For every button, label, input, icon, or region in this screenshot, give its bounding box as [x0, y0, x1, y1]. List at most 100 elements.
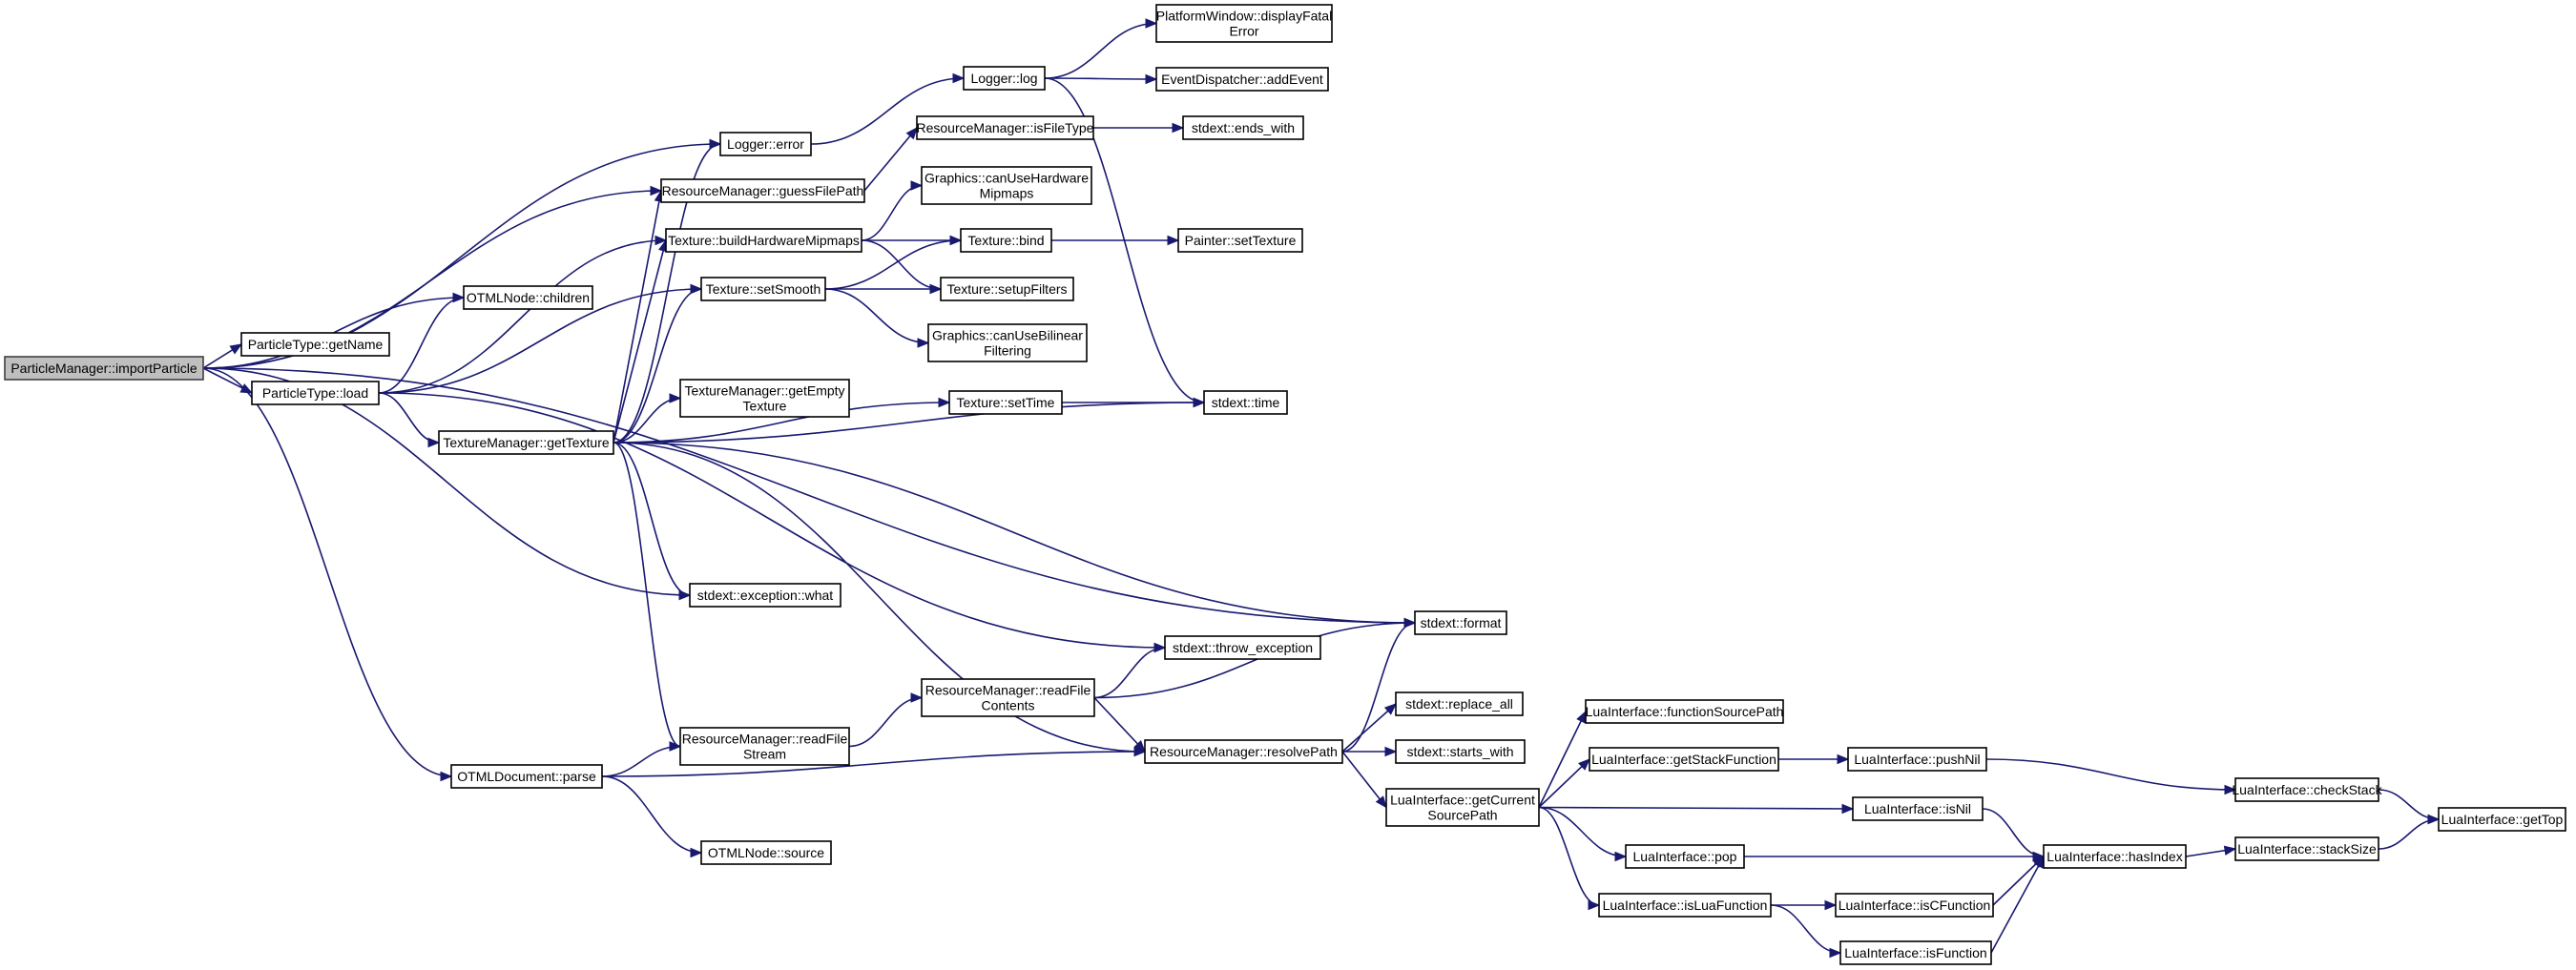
node-label: ParticleType::load — [262, 385, 368, 401]
node-lua_pushnil[interactable]: LuaInterface::pushNil — [1847, 747, 1987, 772]
node-box — [1414, 610, 1507, 635]
node-lua_pop[interactable]: LuaInterface::pop — [1625, 844, 1745, 869]
arrowhead-lua_getcursrc-to-lua_isnil — [1841, 803, 1855, 815]
node-box — [1585, 699, 1784, 724]
arrowhead-otml_parse-to-rm_resolve — [1133, 746, 1147, 757]
node-tex_buildhw[interactable]: Texture::buildHardwareMipmaps — [665, 228, 862, 253]
node-lua_gettop[interactable]: LuaInterface::getTop — [2438, 807, 2566, 832]
node-label: Logger::log — [970, 71, 1037, 86]
edge-lua_getcursrc-to-lua_getstackfunc — [1538, 758, 1590, 809]
edge-lua_getcursrc-to-lua_isnil — [1538, 806, 1854, 810]
node-logger_log[interactable]: Logger::log — [963, 66, 1046, 91]
node-stdext_throw[interactable]: stdext::throw_exception — [1164, 635, 1321, 660]
node-box — [719, 132, 812, 156]
edge-rm_resolve-to-stdext_replaceall — [1341, 703, 1397, 753]
edge-tm_gettexture-to-stdext_time — [613, 402, 1205, 444]
node-tex_settime[interactable]: Texture::setTime — [948, 390, 1063, 415]
arrowhead-logger_log-to-ed_addevent — [1145, 73, 1158, 85]
node-lua_checkstack[interactable]: LuaInterface::checkStack — [2232, 777, 2383, 802]
node-label: OTMLDocument::parse — [457, 769, 596, 784]
edge-tex_buildhw-to-tex_setupfilters — [861, 239, 942, 290]
node-label: SourcePath — [1427, 808, 1497, 823]
node-stdext_what[interactable]: stdext::exception::what — [689, 583, 841, 608]
node-label: Texture::bind — [967, 233, 1044, 248]
edge-logger_log-to-ed_addevent — [1044, 77, 1157, 80]
node-label: LuaInterface::isFunction — [1844, 945, 1986, 960]
node-label: Error — [1229, 24, 1258, 39]
node-box — [660, 178, 865, 203]
node-tm_gettexture[interactable]: TextureManager::getTexture — [438, 430, 614, 455]
node-stdext_endswith[interactable]: stdext::ends_with — [1182, 115, 1304, 140]
node-pt_load[interactable]: ParticleType::load — [251, 381, 380, 405]
node-label: LuaInterface::hasIndex — [2046, 849, 2182, 864]
node-box — [940, 277, 1074, 301]
node-stdext_time[interactable]: stdext::time — [1203, 390, 1288, 415]
node-stdext_format[interactable]: stdext::format — [1414, 610, 1507, 635]
arrowhead-tm_gettexture-to-tex_settime — [938, 397, 951, 408]
arrowhead-pm_import-to-otml_parse — [440, 771, 453, 782]
node-painter_settex[interactable]: Painter::setTexture — [1177, 228, 1303, 253]
node-lua_isluafunc[interactable]: LuaInterface::isLuaFunction — [1598, 893, 1772, 918]
node-label: LuaInterface::pop — [1633, 849, 1737, 864]
edge-lua_pushnil-to-lua_checkstack — [1985, 758, 2236, 791]
node-lua_isfunc[interactable]: LuaInterface::isFunction — [1839, 940, 1992, 965]
edge-lua_isluafunc-to-lua_isfunc — [1770, 904, 1841, 954]
node-lua_hasindex[interactable]: LuaInterface::hasIndex — [2043, 844, 2187, 869]
node-lua_getstackfunc[interactable]: LuaInterface::getStackFunction — [1589, 747, 1779, 772]
node-logger_error[interactable]: Logger::error — [719, 132, 812, 156]
node-lua_funcsrc[interactable]: LuaInterface::functionSourcePath — [1585, 699, 1784, 724]
node-stdext_startswith[interactable]: stdext::starts_with — [1395, 739, 1526, 764]
node-label: stdext::replace_all — [1405, 696, 1513, 712]
edge-lua_checkstack-to-lua_gettop — [2378, 789, 2440, 820]
arrowhead-rm_resolve-to-lua_getcursrc — [1375, 795, 1387, 809]
node-tex_setupfilters[interactable]: Texture::setupFilters — [940, 277, 1074, 301]
arrowhead-pm_import-to-pt_getname — [229, 343, 243, 355]
node-lua_iscfunc[interactable]: LuaInterface::isCFunction — [1835, 893, 1994, 918]
node-pm_import[interactable]: ParticleManager::importParticle — [4, 356, 204, 381]
node-box — [2043, 844, 2187, 869]
node-label: ResourceManager::isFileType — [917, 120, 1094, 135]
arrowhead-pt_load-to-otml_children — [452, 292, 466, 303]
node-rm_isfiletype[interactable]: ResourceManager::isFileType — [916, 115, 1094, 140]
node-tex_setsmooth[interactable]: Texture::setSmooth — [700, 277, 826, 301]
node-pt_getname[interactable]: ParticleType::getName — [240, 332, 390, 357]
node-lua_stacksize[interactable]: LuaInterface::stackSize — [2234, 836, 2379, 861]
node-rm_resolve[interactable]: ResourceManager::resolvePath — [1144, 739, 1343, 764]
node-box — [921, 166, 1092, 205]
node-label: LuaInterface::stackSize — [2237, 841, 2377, 856]
node-lua_isnil[interactable]: LuaInterface::isNil — [1852, 796, 1984, 821]
node-otml_parse[interactable]: OTMLDocument::parse — [450, 764, 603, 789]
node-label: OTMLNode::source — [708, 845, 824, 860]
node-box — [1182, 115, 1304, 140]
node-label: Logger::error — [727, 136, 804, 152]
node-box — [1852, 796, 1984, 821]
arrowhead-otml_parse-to-otml_source — [690, 847, 703, 858]
node-box — [2438, 807, 2566, 832]
arrowhead-tm_gettexture-to-stdext_what — [678, 589, 692, 601]
arrowhead-tex_setsmooth-to-tex_bind — [949, 235, 963, 246]
edge-logger_log-to-pw_fatal — [1044, 22, 1157, 79]
node-otml_source[interactable]: OTMLNode::source — [700, 840, 832, 865]
node-box — [1589, 747, 1779, 772]
edge-lua_getcursrc-to-lua_funcsrc — [1538, 711, 1587, 808]
arrowhead-pt_load-to-tex_buildhw — [654, 235, 668, 246]
node-label: Texture::setSmooth — [706, 281, 821, 297]
arrowhead-tex_bind-to-painter_settex — [1167, 235, 1180, 246]
edge-tm_gettexture-to-stdext_what — [613, 442, 691, 596]
node-box — [679, 727, 850, 766]
arrowhead-logger_error-to-logger_log — [952, 72, 966, 84]
arrowhead-lua_isluafunc-to-lua_isfunc — [1829, 947, 1842, 959]
node-stdext_replaceall[interactable]: stdext::replace_all — [1395, 691, 1524, 716]
node-ed_addevent[interactable]: EventDispatcher::addEvent — [1155, 67, 1329, 92]
node-rm_guess[interactable]: ResourceManager::guessFilePath — [660, 178, 865, 203]
node-tex_bind[interactable]: Texture::bind — [960, 228, 1052, 253]
node-otml_children[interactable]: OTMLNode::children — [463, 285, 593, 310]
